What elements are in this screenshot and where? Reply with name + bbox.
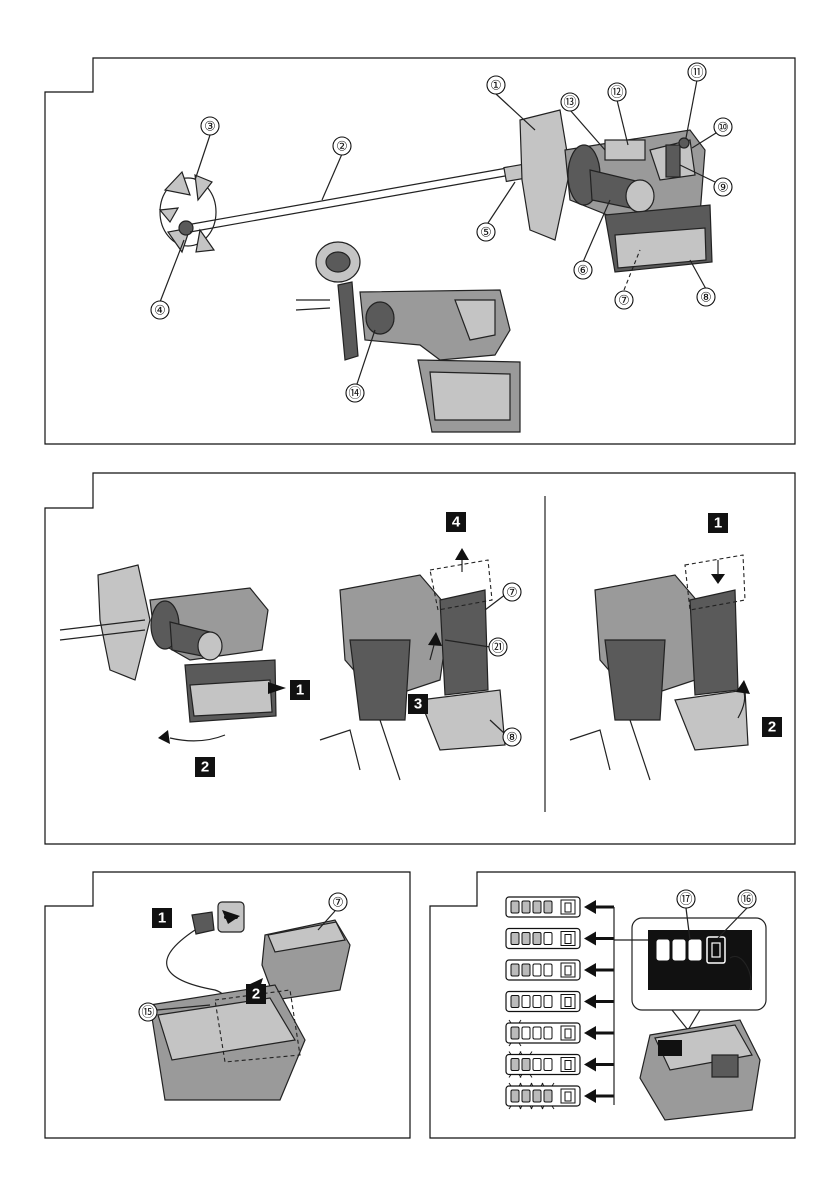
gauge-segment-lit	[522, 964, 530, 976]
mixer-tool-main-illustration	[520, 110, 712, 272]
step-1-label: 1	[296, 682, 304, 699]
battery-gauge-row	[506, 929, 614, 949]
battery-gauge-row	[506, 992, 614, 1012]
step-1-insert-label: 1	[714, 515, 722, 532]
gauge-arrow-head	[584, 995, 596, 1009]
callout-21-label: ㉑	[491, 640, 504, 655]
callout-4-label: ④	[154, 303, 166, 318]
callout-7-label: ⑦	[618, 293, 630, 308]
gauge-segment-lit	[533, 901, 541, 913]
gauge-arrow-head	[584, 1026, 596, 1040]
mixing-paddle-illustration	[160, 165, 524, 252]
gauge-segment-lit	[522, 1059, 530, 1071]
gauge-segment-lit	[511, 1059, 519, 1071]
battery-insertion-illustration	[570, 555, 748, 780]
gauge-arrow-head	[584, 900, 596, 914]
battery-gauge-row	[506, 897, 614, 917]
gauge-segment-lit	[511, 933, 519, 945]
callout-6-label: ⑥	[577, 263, 589, 278]
callout-12-label: ⑫	[610, 85, 623, 100]
gauge-segment-lit	[511, 1090, 519, 1102]
gauge-segment-off	[544, 1027, 552, 1039]
callout-16-label: ⑯	[740, 892, 753, 907]
gauge-segment-off	[533, 964, 541, 976]
gauge-segment-lit	[544, 901, 552, 913]
battery-removal-side-illustration	[60, 565, 276, 722]
gauge-segment-off	[533, 996, 541, 1008]
callout-9-label: ⑨	[717, 180, 729, 195]
battery-gauge-row	[506, 1020, 614, 1046]
gauge-segment-off	[544, 964, 552, 976]
callout-3-label: ③	[204, 119, 216, 134]
gauge-arrow-head	[584, 1089, 596, 1103]
gauge-segment-off	[544, 1059, 552, 1071]
callout-14-label: ⑭	[348, 386, 361, 401]
battery-gauge-list	[506, 897, 614, 1109]
callout-7-fig2-label: ⑦	[506, 585, 518, 600]
gauge-segment-lit	[511, 901, 519, 913]
gauge-segment-off	[522, 1027, 530, 1039]
callout-8-label: ⑧	[700, 290, 712, 305]
gauge-segment-lit	[522, 1090, 530, 1102]
step-3-label: 3	[414, 696, 422, 713]
callout-1-label: ①	[490, 78, 502, 93]
fig3-step-2-label: 2	[252, 986, 260, 1003]
gauge-arrow-head	[584, 1058, 596, 1072]
callout-7-fig3-label: ⑦	[332, 895, 344, 910]
callout-2-label: ②	[336, 139, 348, 154]
gauge-segment-lit	[533, 933, 541, 945]
gauge-segment-lit	[544, 1090, 552, 1102]
battery-gauge-row	[506, 1052, 614, 1078]
callout-11-label: ⑪	[690, 65, 703, 80]
step-2-insert-label: 2	[768, 719, 776, 736]
gauge-segment-lit	[533, 1090, 541, 1102]
gauge-segment-lit	[511, 1027, 519, 1039]
gauge-segment-lit	[522, 901, 530, 913]
step-2-label: 2	[201, 759, 209, 776]
gauge-segment-off	[544, 996, 552, 1008]
battery-pack-illustration	[640, 1020, 760, 1120]
gauge-arrow-head	[584, 932, 596, 946]
callout-13-label: ⑬	[563, 95, 576, 110]
step-4-label: 4	[452, 514, 461, 531]
callout-10-label: ⑩	[717, 120, 729, 135]
gauge-segment-lit	[511, 996, 519, 1008]
callout-5-label: ⑤	[480, 225, 492, 240]
battery-removal-top-illustration	[320, 560, 505, 780]
gauge-arrow-head	[584, 963, 596, 977]
gauge-segment-lit	[522, 933, 530, 945]
callout-15-label: ⑮	[141, 1005, 154, 1020]
gauge-segment-lit	[511, 964, 519, 976]
gauge-segment-off	[533, 1027, 541, 1039]
fig3-step-1-label: 1	[158, 910, 166, 927]
callout-17-label: ⑰	[679, 892, 692, 907]
callout-8-fig2-label: ⑧	[506, 730, 518, 745]
indicator-zoom-bubble	[632, 918, 766, 1030]
mixer-tool-side-view-illustration	[296, 242, 520, 432]
gauge-segment-off	[522, 996, 530, 1008]
gauge-segment-off	[544, 933, 552, 945]
gauge-segment-off	[533, 1059, 541, 1071]
battery-gauge-row	[506, 1083, 614, 1109]
battery-gauge-row	[506, 960, 614, 980]
